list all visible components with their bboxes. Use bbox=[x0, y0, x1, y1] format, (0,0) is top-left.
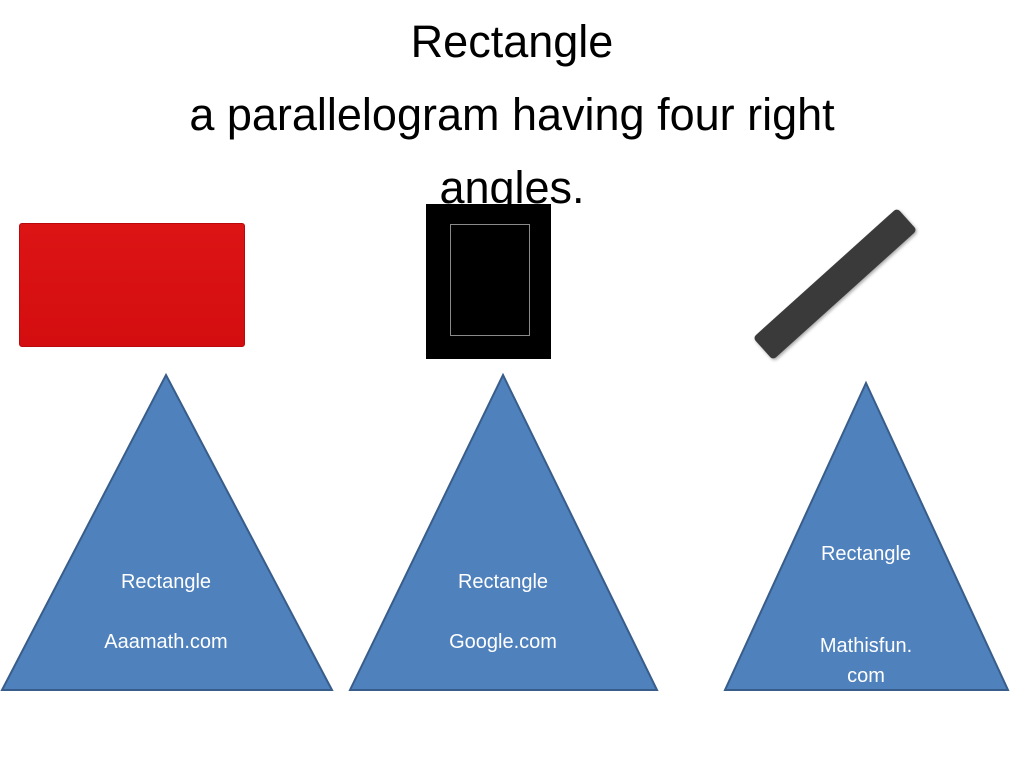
title-line-1: Rectangle bbox=[410, 16, 614, 67]
triangle-1-title: Rectangle bbox=[120, 571, 212, 593]
triangle-1 bbox=[0, 372, 334, 691]
triangle-3-label: Rectangle Mathisfun. com bbox=[766, 539, 966, 691]
gray-bar-image bbox=[752, 207, 918, 361]
triangle-2-label: Rectangle Google.com bbox=[403, 567, 603, 657]
triangle-3-source-line-2: com bbox=[847, 665, 885, 687]
black-frame-image bbox=[426, 204, 551, 359]
triangle-2 bbox=[348, 372, 659, 691]
slide-title: Rectangle a parallelogram having four ri… bbox=[0, 6, 1024, 225]
frame-inner-border bbox=[450, 224, 530, 336]
triangle-1-source: Aaamath.com bbox=[104, 631, 228, 653]
triangle-3 bbox=[723, 380, 1010, 691]
triangle-2-source: Google.com bbox=[449, 631, 557, 653]
triangle-2-title: Rectangle bbox=[457, 571, 549, 593]
triangle-1-label: Rectangle Aaamath.com bbox=[66, 567, 266, 657]
triangle-3-source-line-1: Mathisfun. bbox=[819, 635, 913, 657]
title-line-2: a parallelogram having four right bbox=[189, 88, 835, 140]
red-rectangle-image bbox=[19, 223, 245, 347]
triangle-3-title: Rectangle bbox=[820, 543, 912, 565]
